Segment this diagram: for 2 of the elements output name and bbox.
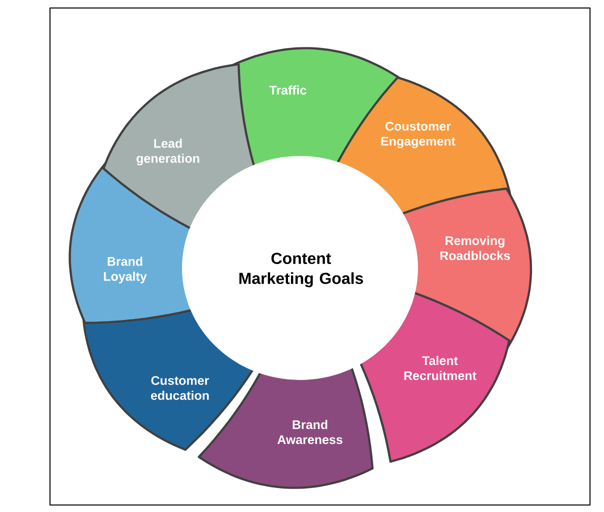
ring-segment: Lead generation: [102, 63, 258, 235]
ring-segment: Talent Recruitment: [354, 288, 510, 463]
